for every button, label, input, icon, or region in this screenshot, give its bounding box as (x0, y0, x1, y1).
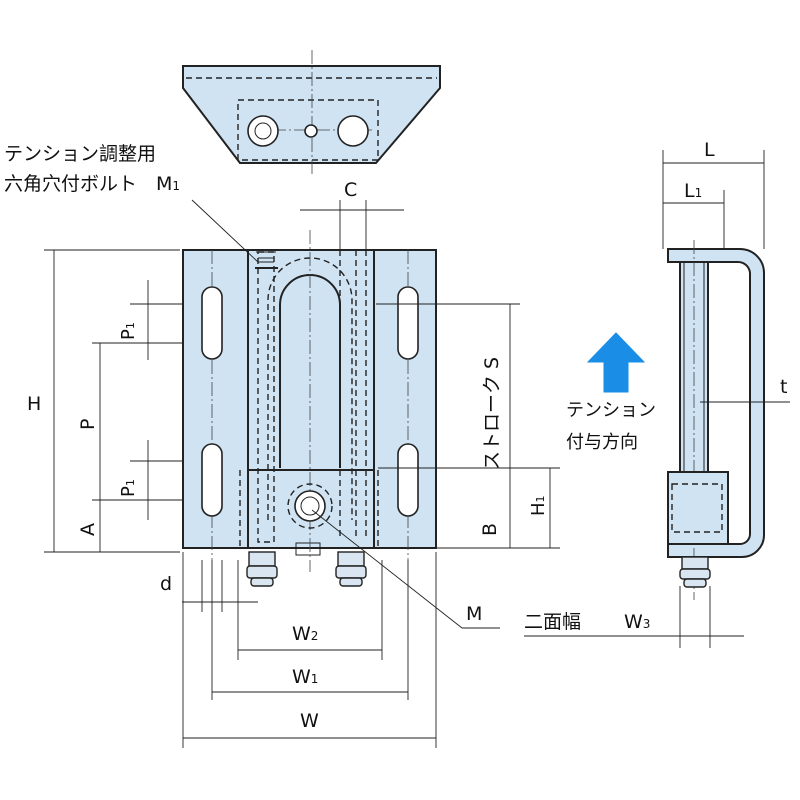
label-C: C (344, 179, 357, 201)
front-view (182, 230, 437, 587)
up-arrow-icon (586, 332, 646, 393)
tension-label-line2: 付与方向 (566, 432, 638, 453)
label-A: A (77, 523, 99, 536)
label-W2: W2 (292, 623, 318, 645)
tension-label-line1: テンション (566, 400, 656, 421)
label-wrench: 二面幅 (524, 611, 581, 633)
label-P1-bottom: P1 (118, 479, 139, 497)
label-L: L (704, 139, 715, 161)
label-W: W (300, 710, 319, 732)
dimension-lines (44, 150, 790, 748)
label-B: B (479, 523, 501, 536)
label-P1-top: P1 (118, 322, 139, 340)
bolt-label-line2: 六角穴付ボルト (4, 173, 137, 195)
label-L1: L1 (684, 180, 702, 202)
label-W3: W3 (624, 611, 650, 633)
top-view (182, 50, 441, 176)
bolt-label-line1: テンション調整用 (4, 143, 156, 165)
label-M1: M1 (156, 173, 180, 195)
label-P: P (77, 419, 99, 430)
nut-side (679, 556, 711, 588)
label-H1: H1 (528, 495, 549, 516)
label-M: M (466, 603, 482, 625)
label-H: H (27, 393, 41, 415)
side-view (667, 240, 765, 600)
label-stroke-S: ストローク S (481, 357, 503, 470)
nut-left (246, 551, 278, 587)
label-t: t (780, 376, 787, 398)
nut-right (335, 551, 367, 587)
label-d: d (160, 573, 172, 595)
label-W1: W1 (292, 666, 318, 688)
